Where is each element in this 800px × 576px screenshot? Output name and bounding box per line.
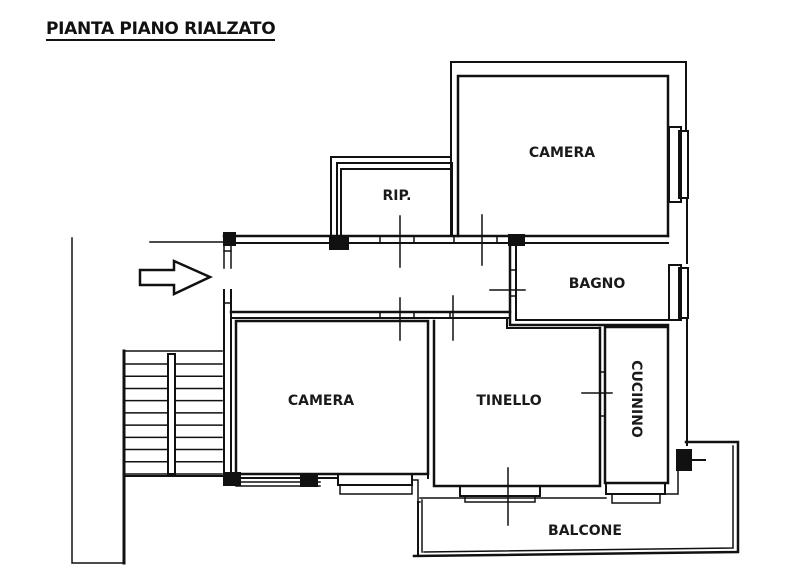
- wall-camera-top: [450, 61, 689, 446]
- door-markers: [399, 214, 613, 526]
- wall-bagno: [508, 241, 670, 327]
- wall-exterior-bottom: [223, 449, 679, 504]
- room-label-tinello: TINELLO: [476, 393, 542, 409]
- wall-balcone: [412, 440, 740, 558]
- room-label-cucinino: CUCININO: [628, 360, 644, 438]
- staircase: [71, 237, 225, 565]
- pillars: [223, 232, 525, 487]
- wall-corridor-bottom: [229, 310, 512, 319]
- room-label-balcone: BALCONE: [548, 523, 622, 539]
- room-label-bagno: BAGNO: [568, 276, 626, 292]
- room-label-camera-top: CAMERA: [528, 145, 596, 161]
- wall-ripostiglio: [330, 156, 453, 241]
- wall-tinello: [427, 317, 602, 488]
- room-label-camera-left: CAMERA: [287, 393, 355, 409]
- wall-cucinino: [599, 325, 670, 485]
- room-label-ripostiglio: RIP.: [382, 188, 412, 204]
- plan-title: PIANTA PIANO RIALZATO: [46, 19, 276, 41]
- wall-corridor-top: [149, 234, 670, 244]
- entry-arrow-icon: [138, 259, 214, 296]
- wall-corridor-left: [223, 242, 232, 479]
